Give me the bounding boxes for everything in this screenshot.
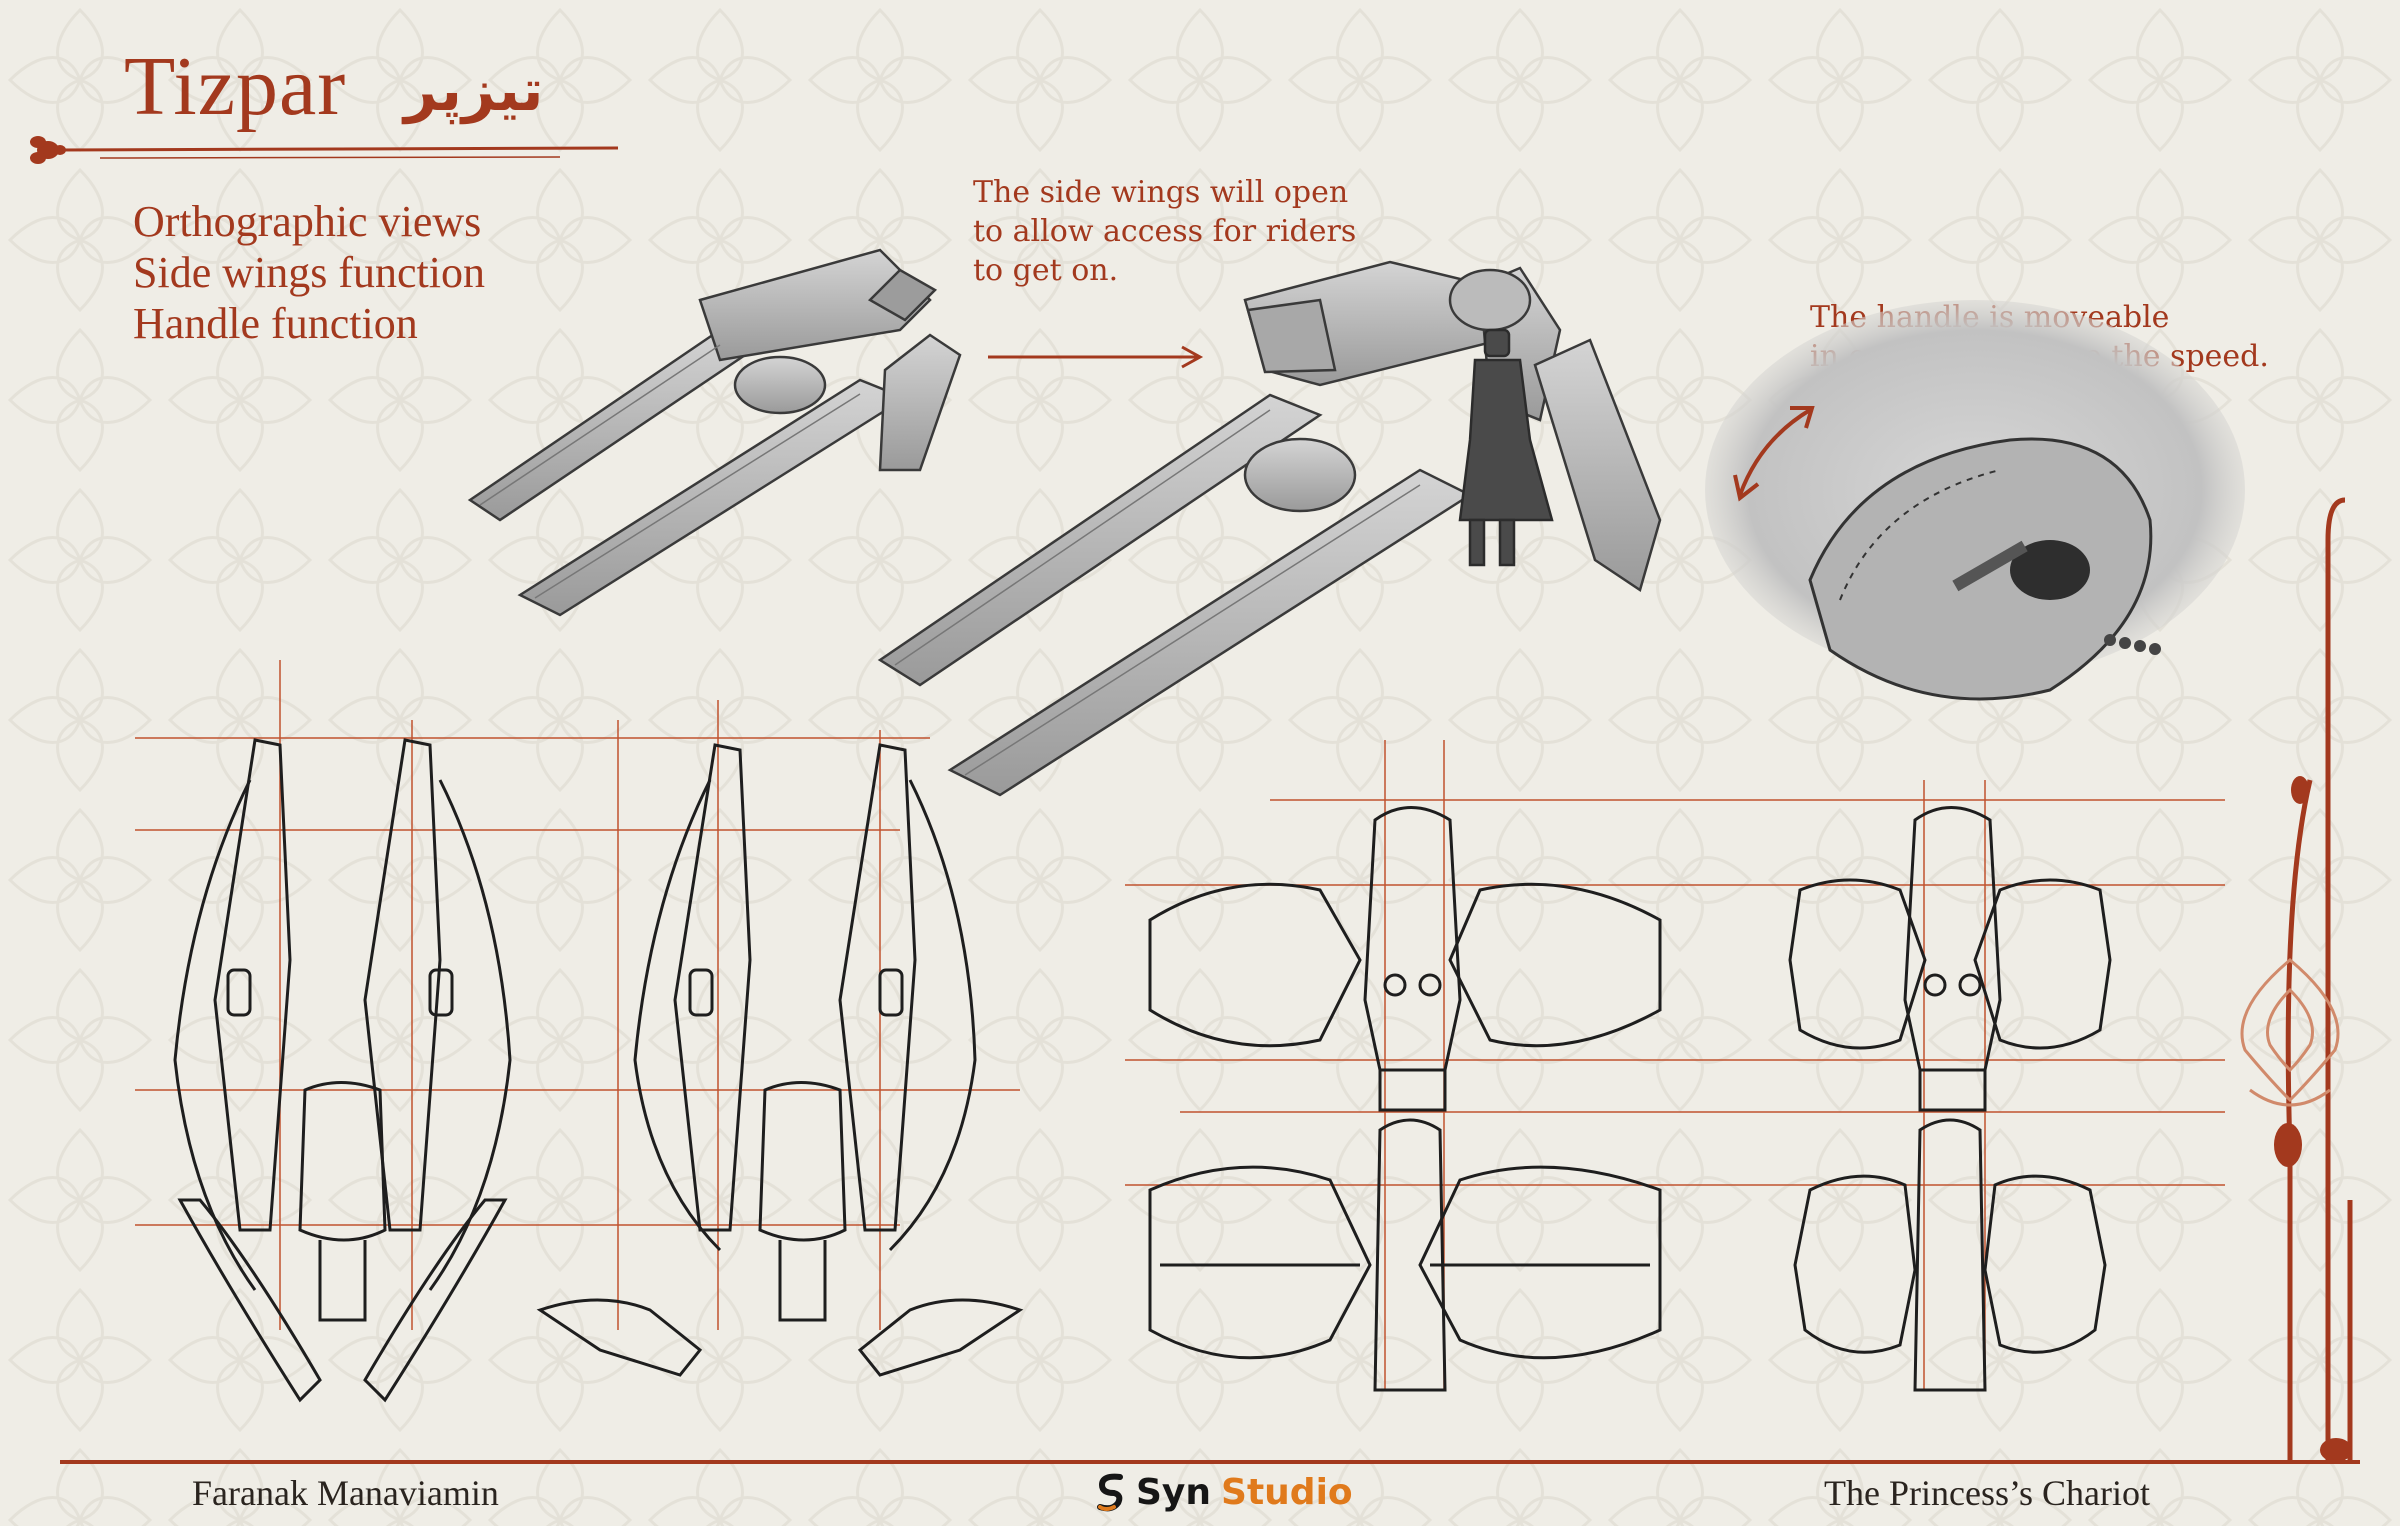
studio-logo: Syn Studio	[1096, 1470, 1353, 1514]
flower-ornament-icon	[30, 136, 66, 164]
studio-name-part-1: Syn	[1136, 1471, 1212, 1513]
studio-name-part-2: Studio	[1221, 1471, 1353, 1513]
note-line: The side wings will open	[973, 175, 1349, 210]
ortho-front-open	[1148, 806, 1662, 1112]
artist-name: Faranak Manaviamin	[192, 1473, 499, 1513]
ortho-top-open	[536, 743, 1024, 1377]
damask-ornament	[2240, 958, 2340, 1107]
ortho-front-closed	[1788, 806, 2112, 1112]
side-ornament	[2285, 497, 2353, 1460]
page-title: Tizpar	[124, 40, 347, 133]
arrow-right-icon	[988, 345, 1204, 369]
vehicle-render-open	[877, 260, 1662, 797]
rider-figure	[1458, 328, 1554, 567]
ortho-back-open	[1148, 1118, 1662, 1392]
flower-ornament-icon	[2274, 776, 2352, 1462]
project-name: The Princess’s Chariot	[1824, 1473, 2150, 1513]
feature-list: Orthographic views Side wings function H…	[133, 196, 485, 349]
syn-studio-logo-icon	[1097, 1473, 1123, 1512]
ortho-top-closed	[173, 738, 512, 1403]
construction-guides	[135, 660, 2225, 1390]
page-title-farsi: تیزپر	[404, 56, 544, 124]
feature-item: Side wings function	[133, 248, 485, 297]
note-line: to allow access for riders	[973, 214, 1357, 249]
feature-item: Handle function	[133, 299, 418, 348]
side-wings-note: The side wings will open to allow access…	[973, 173, 1356, 290]
double-arrow-icon	[1733, 406, 1815, 502]
feature-item: Orthographic views	[133, 197, 482, 246]
handle-detail	[1705, 300, 2245, 701]
vehicle-render-closed	[467, 248, 962, 617]
note-line: to get on.	[973, 253, 1119, 288]
ortho-back-closed	[1793, 1118, 2107, 1392]
